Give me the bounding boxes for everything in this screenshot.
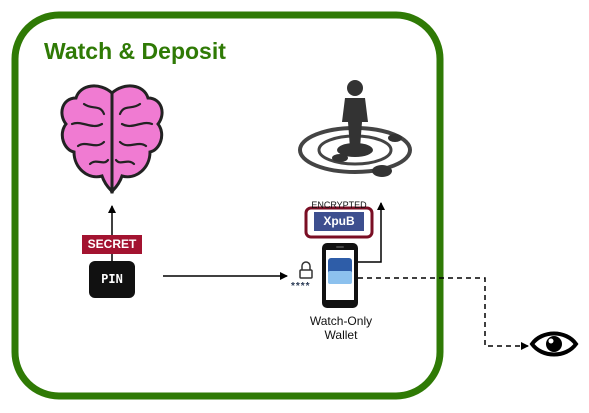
xpub-label: XpuB [314,212,364,231]
xpub-frame [304,206,374,239]
wallet-caption-line1: Watch-Only [309,314,373,328]
padlock-icon [299,261,313,279]
watching-person-icon [298,80,412,177]
encrypted-label: ENCRYPTED [311,200,367,210]
wallet-caption: Watch-Only Wallet [300,314,382,342]
eye-icon [529,331,579,357]
pin-badge: PIN [89,261,135,298]
wallet-caption-line2: Wallet [324,328,358,342]
group-frame [11,11,444,400]
masked-pin-stars: **** [291,281,311,292]
brain-icon [60,84,164,194]
secret-label: SECRET [82,235,142,254]
smartphone-icon [322,243,358,308]
diagram-title: Watch & Deposit [44,38,226,64]
